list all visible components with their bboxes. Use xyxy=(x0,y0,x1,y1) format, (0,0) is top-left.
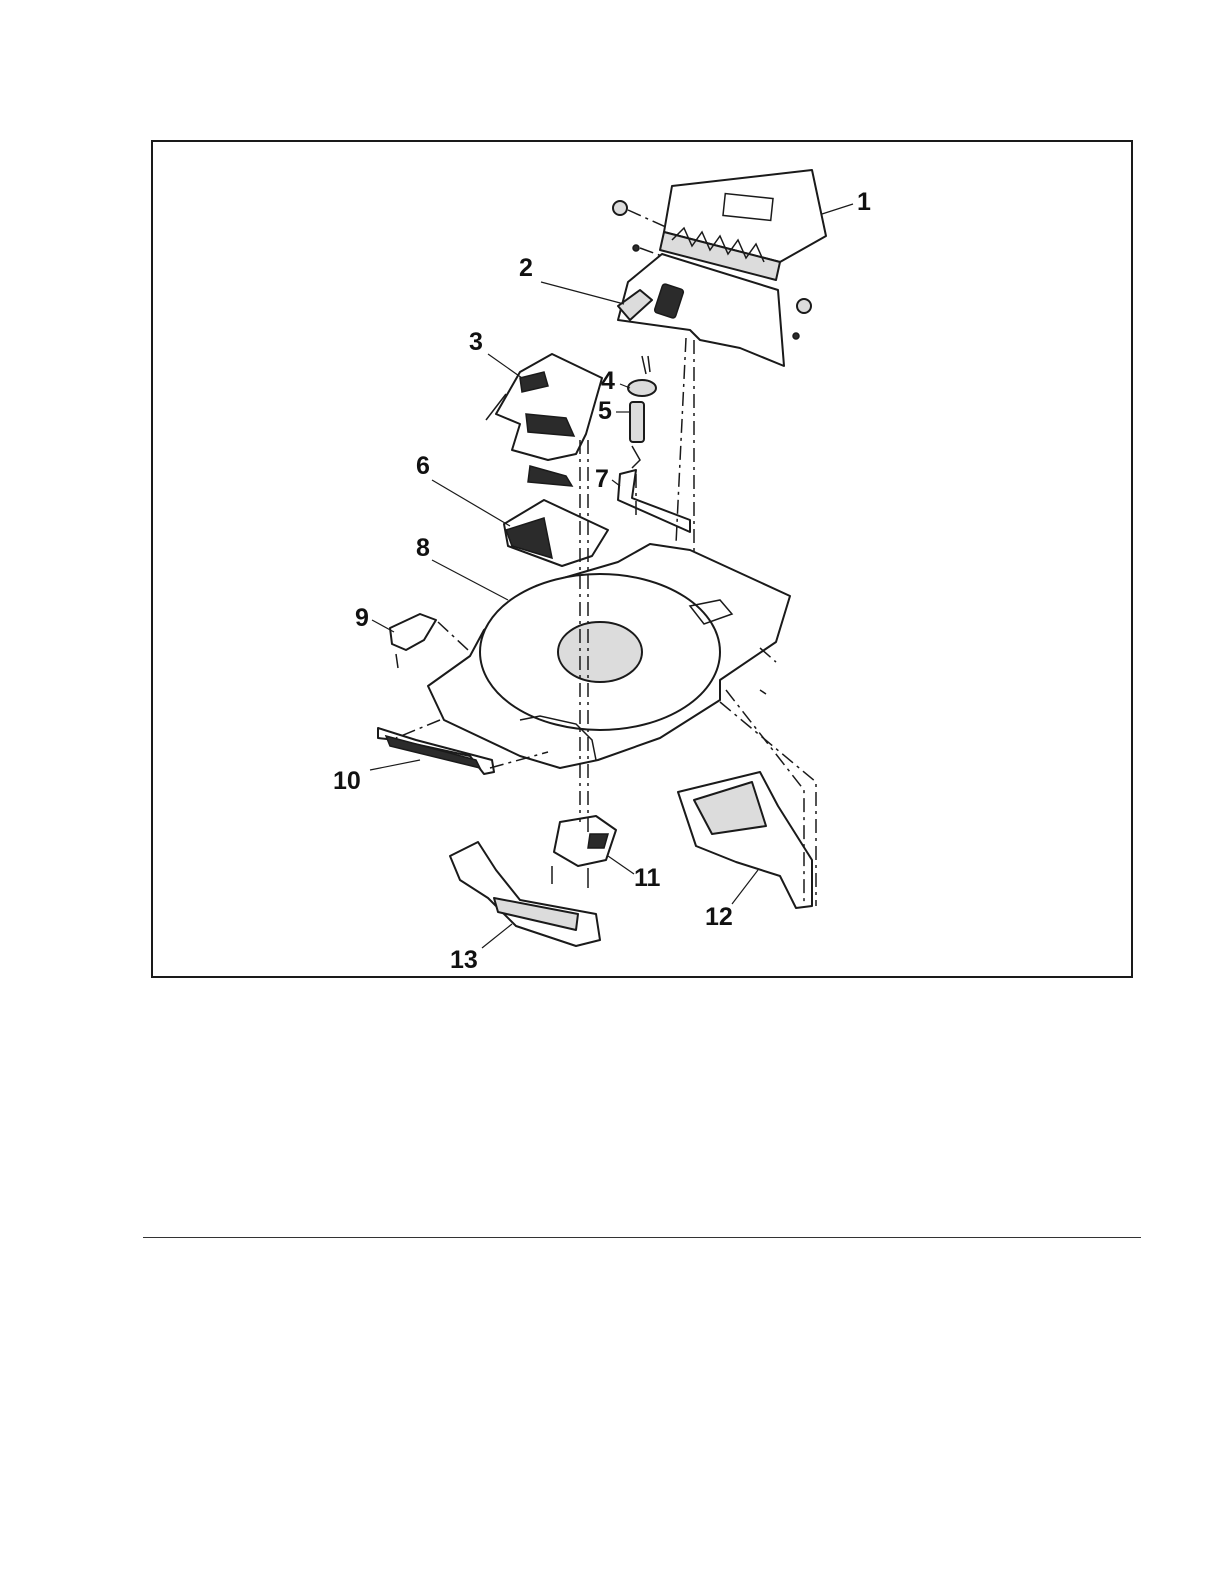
callout-7: 7 xyxy=(595,465,609,493)
callout-9: 9 xyxy=(355,604,369,632)
part-11-skid-plate xyxy=(552,816,616,888)
page-divider-rule xyxy=(143,1237,1141,1238)
callout-8: 8 xyxy=(416,534,430,562)
callout-2: 2 xyxy=(519,254,533,282)
callout-12: 12 xyxy=(705,903,733,931)
callout-13: 13 xyxy=(450,946,478,974)
callout-6: 6 xyxy=(416,452,430,480)
part-8-deck xyxy=(428,544,790,768)
callout-1: 1 xyxy=(857,188,871,216)
callout-11: 11 xyxy=(634,864,661,892)
part-9-bracket xyxy=(390,614,436,668)
part-6-mulch-insert xyxy=(504,466,608,566)
part-3-top-cover xyxy=(486,354,602,460)
part-5-lever xyxy=(630,402,644,468)
callout-3: 3 xyxy=(469,328,483,356)
callout-4: 4 xyxy=(601,367,615,395)
callout-5: 5 xyxy=(598,397,612,425)
callout-10: 10 xyxy=(333,767,361,795)
part-4-knob xyxy=(628,356,656,396)
